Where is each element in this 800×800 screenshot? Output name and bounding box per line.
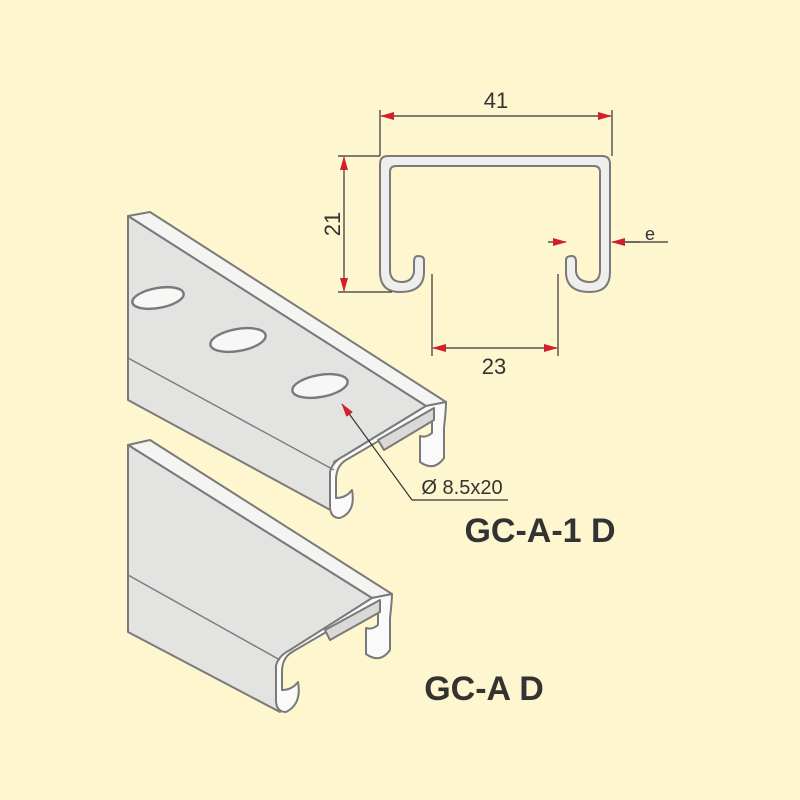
- slot-hole: [291, 372, 349, 400]
- slot-hole: [131, 285, 185, 311]
- plain-channel-profile: [127, 439, 393, 713]
- perforated-channel-profile: [127, 211, 447, 519]
- dimension-lines: [338, 110, 668, 356]
- width-dimension-label: 41: [484, 88, 508, 113]
- plain-product-label: GC-A D: [424, 670, 544, 708]
- opening-dimension-label: 23: [482, 354, 506, 379]
- slot-dimension-leader: [341, 403, 508, 501]
- height-dimension-label: 21: [320, 212, 345, 236]
- slot-holes: [131, 285, 349, 400]
- slot-dimension-label: Ø 8.5x20: [421, 477, 502, 499]
- slot-hole: [209, 326, 267, 354]
- cross-section-profile: [379, 155, 611, 294]
- thickness-dimension-label: e: [645, 224, 655, 244]
- perforated-product-label: GC-A-1 D: [464, 512, 615, 550]
